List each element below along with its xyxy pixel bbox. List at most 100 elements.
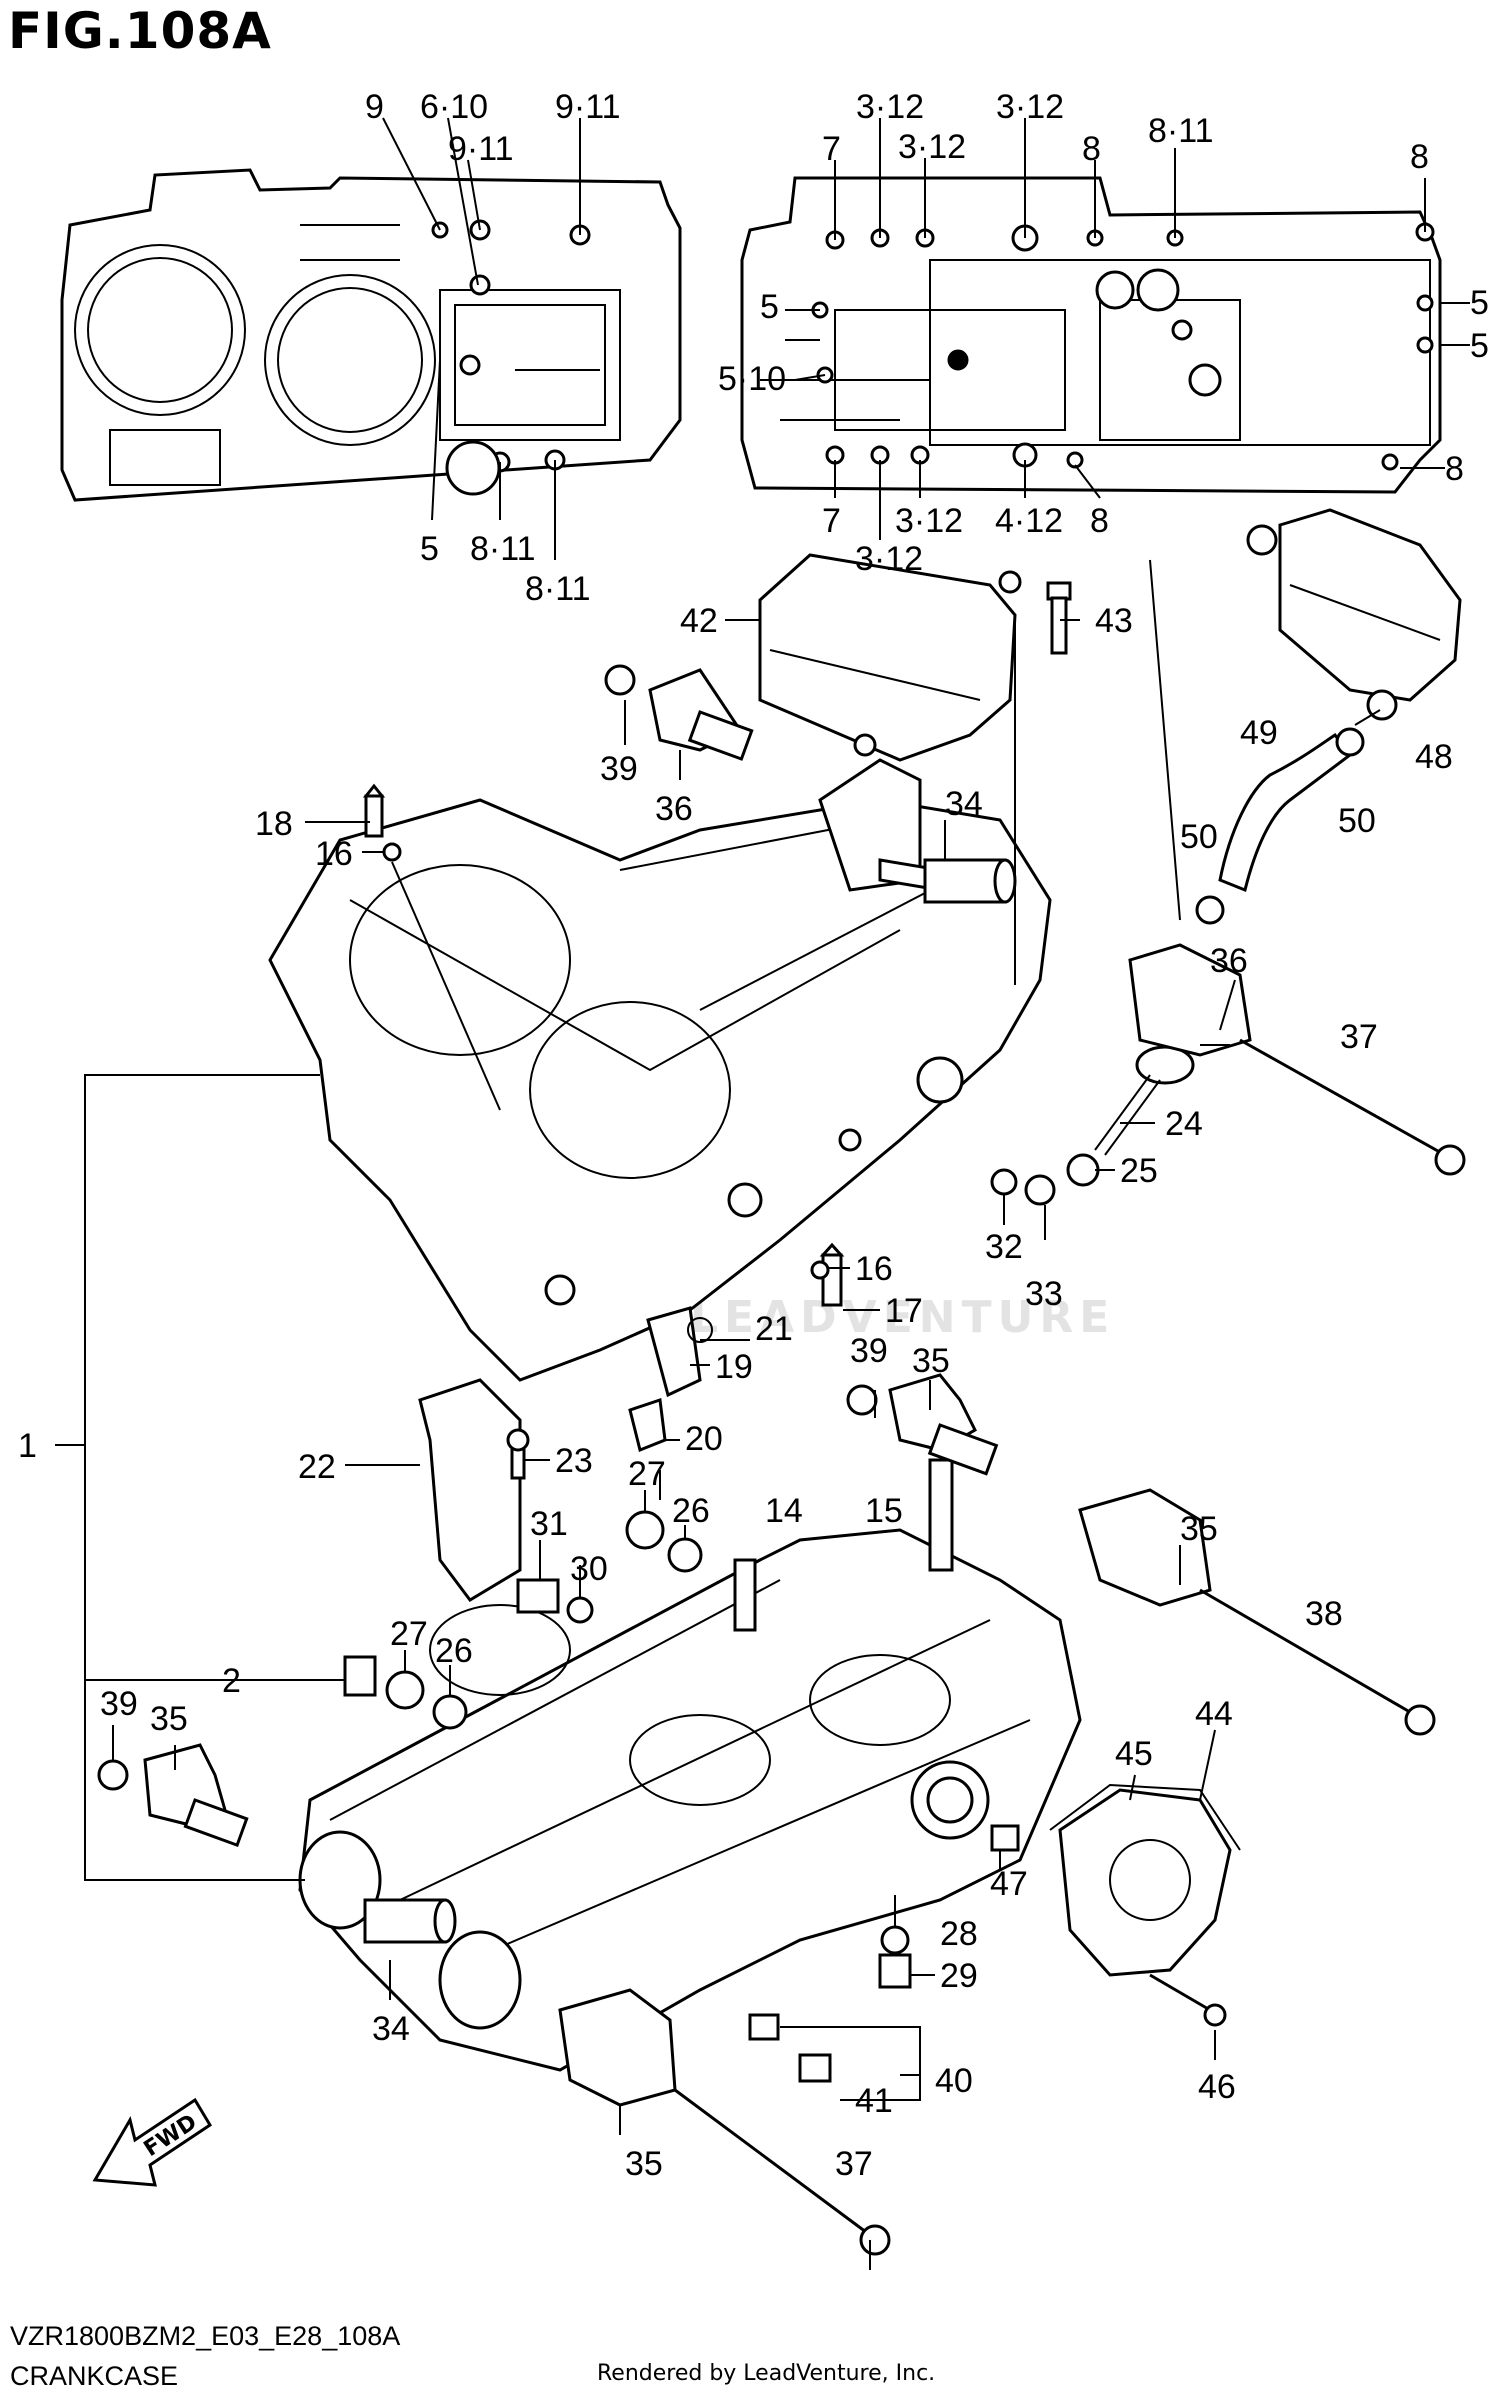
callout-3-12-e: 3·12: [855, 540, 923, 578]
dowel-47: [990, 1824, 1020, 1852]
bush-35-right: [1078, 1488, 1212, 1607]
callout-32: 32: [985, 1228, 1023, 1266]
upper-case-top-view: [60, 168, 682, 502]
breather-cover: [758, 553, 1022, 762]
callout-8-a: 8: [1082, 130, 1101, 168]
assembly-bracket-1: [84, 1074, 320, 1881]
callout-33: 33: [1025, 1275, 1063, 1313]
bolt-33: [1024, 1174, 1056, 1206]
gasket-26-lower: [432, 1694, 468, 1730]
callout-17: 17: [885, 1292, 923, 1330]
lower-case-bottom-view: [740, 176, 1442, 494]
callout-6-10: 6·10: [420, 88, 488, 126]
bolt-37-lower: [674, 2088, 891, 2256]
callout-16-upper: 16: [315, 835, 353, 873]
watermark-text: LEADVENTURE: [690, 1292, 1115, 1343]
nut-39-mid: [846, 1384, 878, 1416]
callout-39-left: 39: [100, 1685, 138, 1723]
callout-43: 43: [1095, 602, 1133, 640]
fitting-20: [628, 1397, 667, 1453]
callout-42: 42: [680, 602, 718, 640]
callout-7-top: 7: [822, 130, 841, 168]
gasket-28: [880, 1925, 910, 1955]
callout-35-bottom: 35: [625, 2145, 663, 2183]
plug-27-lower: [385, 1670, 425, 1710]
callout-26-upper: 26: [672, 1492, 710, 1530]
callout-15: 15: [865, 1492, 903, 1530]
callout-21: 21: [755, 1310, 793, 1348]
callout-30: 30: [570, 1550, 608, 1588]
callout-9-11-top: 9·11: [555, 88, 621, 126]
callout-37-upper: 37: [1340, 1018, 1378, 1056]
callout-3-12-d: 3·12: [895, 502, 963, 540]
gasket-30: [566, 1596, 594, 1624]
callout-5-b: 5: [760, 288, 779, 326]
callout-14: 14: [765, 1492, 803, 1530]
callout-24: 24: [1165, 1105, 1203, 1143]
callout-35-right: 35: [1180, 1510, 1218, 1548]
callout-3-12-c: 3·12: [996, 88, 1064, 126]
gasket-32: [990, 1168, 1018, 1196]
callout-36-right: 36: [1210, 942, 1248, 980]
render-credit: Rendered by LeadVenture, Inc.: [597, 2361, 936, 2386]
cover-44: [1058, 1788, 1232, 1977]
callout-29: 29: [940, 1957, 978, 1995]
oil-filler-cap-24: [1094, 1045, 1195, 1156]
lower-crankcase: [298, 1458, 1082, 2072]
callout-39-mid: 39: [850, 1332, 888, 1370]
callout-35-left: 35: [150, 1700, 188, 1738]
callout-23: 23: [555, 1442, 593, 1480]
plug-18: [362, 783, 386, 838]
bush-35-mid: [888, 1373, 999, 1476]
callout-20: 20: [685, 1420, 723, 1458]
callout-22: 22: [298, 1448, 336, 1486]
gasket-16-upper: [382, 842, 402, 862]
callout-49: 49: [1240, 714, 1278, 752]
callout-8-b: 8: [1410, 138, 1429, 176]
pin-34-upper: [923, 858, 1017, 904]
callout-41: 41: [855, 2082, 893, 2120]
callout-35-mid: 35: [912, 1342, 950, 1380]
callout-50-right: 50: [1338, 802, 1376, 840]
plug-27-upper: [625, 1510, 665, 1550]
callout-5-d: 5: [1470, 327, 1489, 365]
bracket-22: [418, 1378, 522, 1602]
plug-31: [516, 1578, 560, 1614]
nut-39-upper: [604, 664, 636, 696]
callout-39-upper: 39: [600, 750, 638, 788]
leader-lines: [112, 117, 1470, 2270]
callout-26-lower: 26: [435, 1632, 473, 1670]
callout-5-10: 5·10: [718, 360, 786, 398]
callout-8-c: 8: [1445, 450, 1464, 488]
hose-49: [1218, 732, 1353, 893]
callout-47: 47: [990, 1865, 1028, 1903]
callout-34-upper: 34: [945, 785, 983, 823]
callout-31: 31: [530, 1505, 568, 1543]
bolt-46: [1149, 1973, 1227, 2027]
model-code: VZR1800BZM2_E03_E28_108A: [10, 2321, 401, 2351]
bolt-38: [1199, 1588, 1436, 1736]
bolt-37-upper: [1239, 1038, 1466, 1176]
washer-41: [798, 2053, 832, 2083]
gasket-26-upper: [667, 1537, 703, 1573]
callout-4-12: 4·12: [995, 502, 1063, 540]
callout-1: 1: [18, 1427, 37, 1465]
clamp-50-upper: [1335, 727, 1365, 757]
callout-8-d: 8: [1090, 502, 1109, 540]
bolt-23-head: [506, 1428, 530, 1452]
nut-39-left: [97, 1759, 129, 1791]
callout-3-12-a: 3·12: [856, 88, 924, 126]
callout-25: 25: [1120, 1152, 1158, 1190]
cover-48: [1246, 508, 1462, 721]
callout-5-left: 5: [420, 530, 439, 568]
bush-35-left: [143, 1743, 249, 1848]
callout-19: 19: [715, 1348, 753, 1386]
callout-46: 46: [1198, 2068, 1236, 2106]
callout-3-12-b: 3·12: [898, 128, 966, 166]
gasket-45: [1049, 1783, 1241, 1851]
callout-37-lower: 37: [835, 2145, 873, 2183]
callout-16-lower: 16: [855, 1250, 893, 1288]
callout-7-bottom: 7: [822, 502, 841, 540]
